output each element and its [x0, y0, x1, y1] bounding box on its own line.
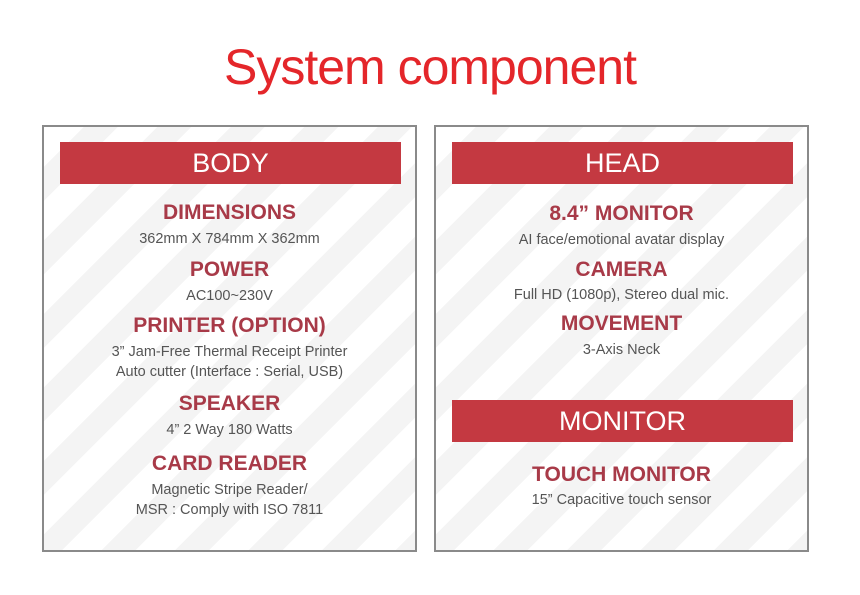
touch-monitor-value: 15” Capacitive touch sensor [531, 492, 712, 508]
camera-value: Full HD (1080p), Stereo dual mic. [513, 287, 730, 303]
touch-monitor-heading: TOUCH MONITOR [532, 463, 711, 486]
printer-value-1: 3” Jam-Free Thermal Receipt Printer [111, 344, 348, 360]
card-reader-value-1: Magnetic Stripe Reader/ [151, 482, 308, 498]
body-panel: BODY DIMENSIONS 362mm X 784mm X 362mm PO… [42, 125, 417, 552]
power-heading: POWER [189, 258, 270, 281]
camera-heading: CAMERA [575, 258, 668, 281]
body-banner: BODY [60, 142, 401, 184]
movement-heading: MOVEMENT [560, 312, 683, 335]
printer-value-2: Auto cutter (Interface : Serial, USB) [115, 364, 344, 380]
printer-heading: PRINTER (OPTION) [133, 314, 326, 337]
head-panel: HEAD 8.4” MONITOR AI face/emotional avat… [434, 125, 809, 552]
speaker-value: 4” 2 Way 180 Watts [166, 422, 293, 438]
dimensions-heading: DIMENSIONS [162, 201, 296, 224]
power-value: AC100~230V [186, 288, 273, 304]
speaker-heading: SPEAKER [178, 392, 281, 415]
head-banner: HEAD [452, 142, 793, 184]
card-reader-value-2: MSR : Comply with ISO 7811 [135, 502, 324, 518]
monitor-8-4-value: AI face/emotional avatar display [518, 232, 725, 248]
monitor-banner: MONITOR [452, 400, 793, 442]
page-title: System component [224, 39, 637, 95]
card-reader-heading: CARD READER [151, 452, 308, 475]
movement-value: 3-Axis Neck [582, 342, 661, 358]
monitor-8-4-heading: 8.4” MONITOR [549, 202, 694, 225]
dimensions-value: 362mm X 784mm X 362mm [139, 231, 320, 247]
